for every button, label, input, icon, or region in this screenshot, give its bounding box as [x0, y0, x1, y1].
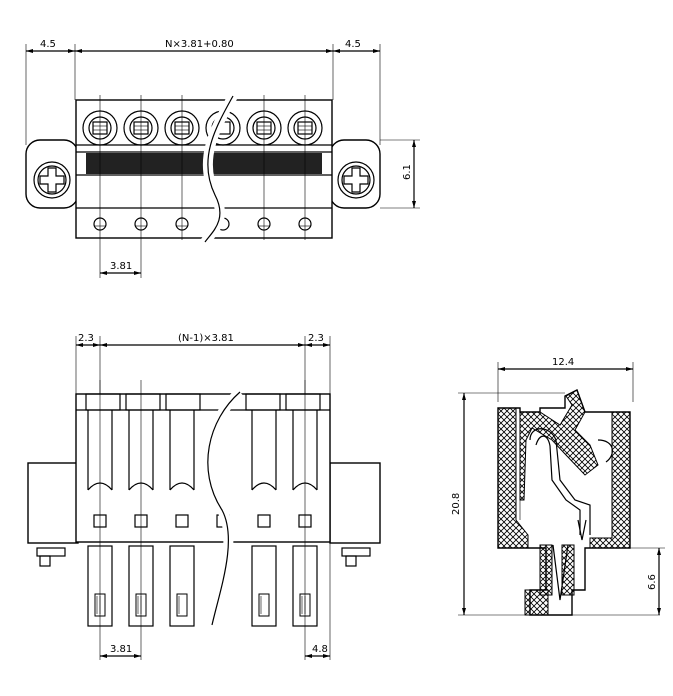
side-left-wall	[497, 407, 529, 549]
top-view: 4.5 N×3.81+0.80 4.5	[25, 39, 420, 278]
side-top-wall	[519, 389, 599, 501]
front-left-flange	[27, 462, 79, 544]
front-dim-pitch: 3.81	[110, 644, 132, 655]
top-dim-height: 6.1	[402, 164, 413, 180]
front-right-flange	[329, 462, 381, 544]
top-dim-total: N×3.81+0.80	[165, 39, 234, 50]
front-pins	[87, 545, 318, 627]
front-slot-3	[169, 410, 195, 528]
side-right-wall	[589, 411, 631, 549]
side-view: 12.4 20.8 6.6	[451, 357, 665, 616]
top-dim-pitch: 3.81	[110, 261, 132, 272]
left-screw-icon	[33, 161, 71, 199]
front-dim-right: 2.3	[308, 333, 324, 344]
side-dim-pin: 6.6	[647, 574, 658, 590]
top-dim-left: 4.5	[40, 39, 56, 50]
right-screw-icon	[337, 161, 375, 199]
front-view: 2.3 (N-1)×3.81 2.3	[27, 333, 381, 660]
front-slot-5	[251, 410, 277, 528]
front-dim-span: (N-1)×3.81	[178, 333, 234, 344]
front-dim-left: 2.3	[78, 333, 94, 344]
side-dim-height: 20.8	[451, 493, 462, 515]
front-dim-pin: 4.8	[312, 644, 328, 655]
top-break-line	[204, 95, 234, 243]
side-dim-width: 12.4	[552, 357, 574, 368]
top-dim-right: 4.5	[345, 39, 361, 50]
front-break-line	[207, 391, 241, 626]
